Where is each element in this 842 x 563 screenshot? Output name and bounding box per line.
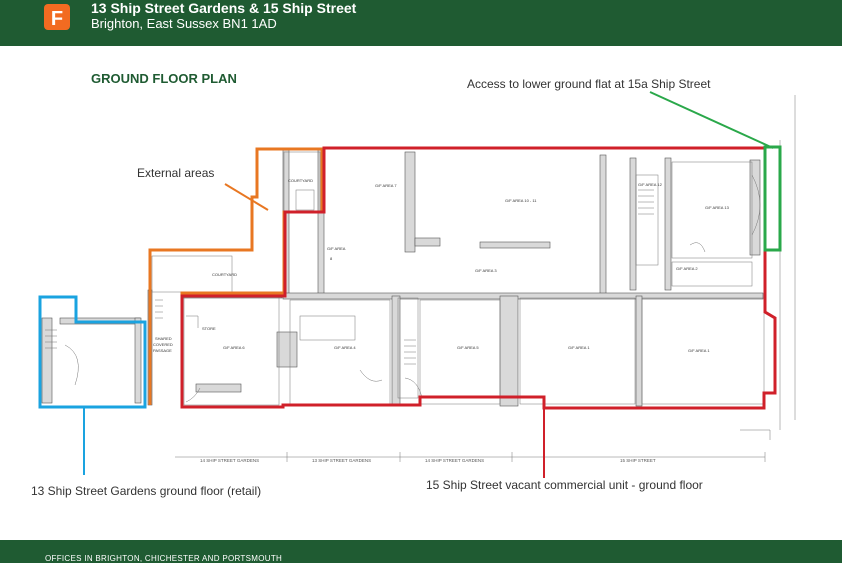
room-label-area-1b: G/F AREA 1: [688, 348, 710, 353]
annotation-13-ship-street-gardens: 13 Ship Street Gardens ground floor (ret…: [31, 484, 262, 498]
property-address-line1: 13 Ship Street Gardens & 15 Ship Street: [91, 0, 357, 16]
header-bar: [0, 0, 842, 46]
room-label-courtyard-top: COURTYARD: [288, 178, 313, 183]
dimension-label-3: 14 SHIP STREET GARDENS: [425, 458, 484, 463]
annotation-external-areas: External areas: [137, 166, 215, 180]
room-label-area-4: G/F AREA 4: [334, 345, 356, 350]
unit-13-ship-street-gardens-outline: [38, 295, 147, 409]
room-label-area-7: G/F AREA 7: [375, 183, 397, 188]
annotation-lower-ground-access: Access to lower ground flat at 15a Ship …: [467, 77, 711, 91]
dimension-label-2: 13 SHIP STREET GARDENS: [312, 458, 371, 463]
external-areas-outline: [148, 147, 324, 405]
leader-lower-ground: [649, 91, 774, 149]
room-label-area-5: G/F AREA 5: [457, 345, 479, 350]
property-address-line2: Brighton, East Sussex BN1 1AD: [91, 16, 277, 31]
room-label-passage: PASSAGE: [153, 348, 172, 353]
room-label-area-1a: G/F AREA 1: [568, 345, 590, 350]
dimension-label-1: 14 SHIP STREET GARDENS: [200, 458, 259, 463]
footer-bar: [0, 540, 842, 563]
room-label-area-8a: G/F AREA: [327, 246, 346, 251]
annotation-15-ship-street: 15 Ship Street vacant commercial unit - …: [426, 478, 703, 492]
room-label-area-13: G/F AREA 13: [705, 205, 730, 210]
logo-letter: F: [51, 8, 63, 30]
plan-detail-lines: [45, 95, 796, 462]
room-label-area-3: G/F AREA 3: [475, 268, 497, 273]
room-label-area-12: G/F AREA 12: [638, 182, 663, 187]
footer-offices-text: OFFICES IN BRIGHTON, CHICHESTER AND PORT…: [45, 554, 283, 563]
room-label-area-10-11: G/F AREA 10 - 11: [505, 198, 537, 203]
company-logo-icon: F: [44, 4, 70, 30]
lower-ground-access-outline: [763, 145, 782, 252]
unit-15-ship-street-outline: [180, 146, 777, 410]
room-label-covered: COVERED: [153, 342, 173, 347]
room-label-courtyard-mid: COURTYARD: [212, 272, 237, 277]
plan-title: GROUND FLOOR PLAN: [91, 71, 237, 86]
leader-external-areas: [224, 183, 269, 211]
room-label-area-2-upper: G/F AREA 2: [676, 266, 698, 271]
room-label-area-6: G/F AREA 6: [223, 345, 245, 350]
room-label-store: STORE: [202, 326, 216, 331]
room-label-area-8b: 8: [330, 256, 333, 261]
room-label-shared: SHARED: [155, 336, 172, 341]
dimension-label-4: 15 SHIP STREET: [620, 458, 656, 463]
